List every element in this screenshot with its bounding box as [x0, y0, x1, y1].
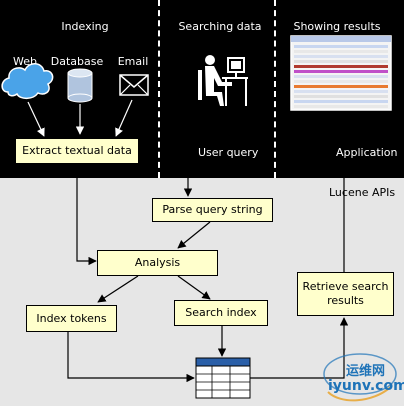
box-retrieve-search-results: Retrieve search results	[297, 272, 394, 316]
arrow-email-to-extract	[115, 99, 133, 137]
watermark-url: iyunv.com	[328, 378, 404, 394]
source-label-email: Email	[117, 55, 149, 68]
user-at-computer-icon	[198, 55, 248, 106]
column-title-searching-data: Searching data	[178, 20, 262, 33]
source-label-database: Database	[50, 55, 104, 68]
caption-user-query: User query	[198, 146, 259, 159]
cloud-icon	[1, 63, 54, 100]
results-window-icon	[290, 35, 392, 111]
box-index-tokens: Index tokens	[26, 305, 117, 332]
watermark-chinese-text: 运维网	[346, 364, 386, 379]
column-title-indexing: Indexing	[61, 20, 109, 33]
arrow-index-tokens-to-table	[67, 331, 195, 383]
box-extract-textual-data: Extract textual data	[15, 138, 139, 164]
box-parse-query-string: Parse query string	[152, 198, 273, 222]
watermark-logo-icon	[323, 353, 397, 402]
arrow-analysis-to-search-index	[177, 275, 211, 300]
arrow-web-to-extract	[27, 101, 45, 137]
envelope-icon	[119, 74, 149, 96]
arrow-parse-to-analysis	[177, 221, 211, 249]
column-divider	[158, 0, 160, 178]
lucene-apis-label: Lucene APIs	[329, 186, 396, 199]
column-title-showing-results: Showing results	[293, 20, 381, 33]
arrow-analysis-to-index-tokens	[97, 275, 139, 303]
database-icon	[67, 68, 93, 103]
arrow-table-to-retrieve	[250, 317, 349, 379]
box-search-index: Search index	[174, 300, 268, 326]
caption-application: Application	[336, 146, 398, 159]
retrieve-line-1: Retrieve search	[302, 280, 389, 293]
box-analysis: Analysis	[97, 250, 218, 276]
arrow-extract-to-analysis	[76, 163, 97, 266]
column-divider	[274, 0, 276, 178]
retrieve-line-2: results	[327, 294, 364, 307]
index-table-icon	[195, 357, 251, 399]
